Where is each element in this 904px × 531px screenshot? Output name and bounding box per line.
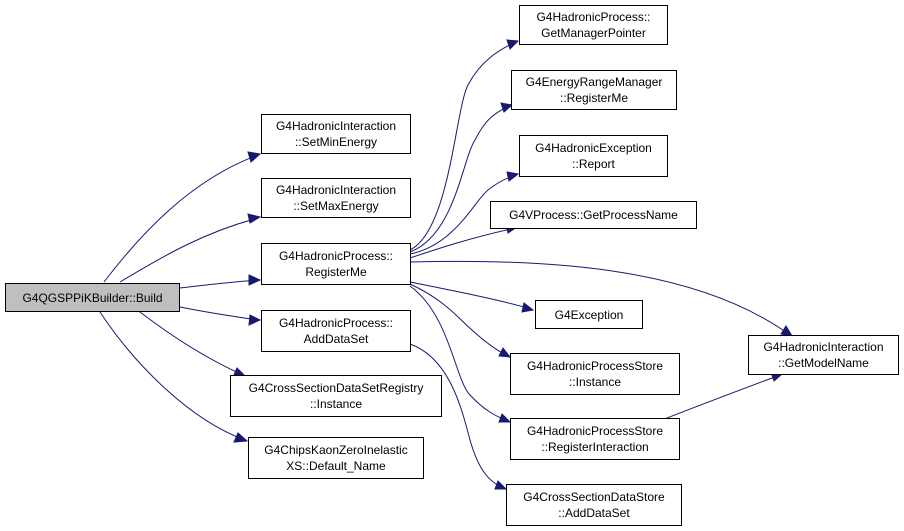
node-label-line2: ::RegisterInteraction bbox=[541, 440, 649, 454]
node-label-line1: G4HadronicInteraction bbox=[275, 183, 397, 197]
arrowhead-store-instance bbox=[498, 347, 512, 358]
node-label-line2: ::RegisterMe bbox=[559, 91, 629, 105]
arrowhead-g4exception bbox=[521, 302, 535, 313]
edge-registerme-store-register bbox=[409, 285, 509, 422]
node-label-line1: G4HadronicException bbox=[535, 141, 652, 155]
node-label-line2: ::SetMinEnergy bbox=[294, 135, 378, 149]
arrowhead-chips-default-name bbox=[233, 432, 249, 443]
arrowhead-energy-range bbox=[500, 102, 514, 113]
edge-registerme-process-name bbox=[409, 227, 516, 259]
arrowhead-manager-pointer bbox=[506, 39, 520, 50]
node-label-line1: G4HadronicProcess:: bbox=[278, 249, 394, 263]
node-exception-report[interactable]: G4HadronicException ::Report bbox=[519, 135, 668, 177]
node-label-line1: G4EnergyRangeManager bbox=[525, 75, 663, 89]
node-label-line2: XS::Default_Name bbox=[286, 459, 386, 473]
node-label: G4QGSPPiKBuilder::Build bbox=[22, 290, 163, 305]
edge-registerme-model-name bbox=[409, 260, 791, 336]
edge-root-register-me bbox=[179, 279, 259, 289]
node-get-model-name[interactable]: G4HadronicInteraction ::GetModelName bbox=[748, 335, 899, 375]
node-set-min-energy[interactable]: G4HadronicInteraction ::SetMinEnergy bbox=[261, 114, 411, 154]
node-label: G4Exception bbox=[554, 307, 624, 322]
node-label: G4VProcess::GetProcessName bbox=[509, 208, 678, 222]
node-hadronic-process-registerme[interactable]: G4HadronicProcess:: RegisterMe bbox=[261, 243, 411, 285]
arrowhead-add-data-set bbox=[248, 314, 262, 326]
node-xs-registry-instance[interactable]: G4CrossSectionDataSetRegistry ::Instance bbox=[230, 375, 442, 417]
node-label-line1: G4HadronicProcess:: bbox=[278, 316, 394, 330]
node-label-line1: G4CrossSectionDataSetRegistry bbox=[248, 381, 424, 395]
node-label-line1: G4ChipsKaonZeroInelastic bbox=[264, 443, 408, 457]
node-label-line1: G4HadronicProcess:: bbox=[536, 10, 651, 24]
node-get-process-name[interactable]: G4VProcess::GetProcessName bbox=[490, 201, 697, 229]
edge-adddataset-store-adddataset bbox=[409, 343, 505, 489]
node-label-line2: ::AddDataSet bbox=[558, 506, 630, 520]
node-label-line2: GetManagerPointer bbox=[541, 26, 646, 40]
edge-registerme-energy-range bbox=[409, 105, 511, 253]
node-label-line2: RegisterMe bbox=[305, 265, 367, 279]
edge-store-register-model-name bbox=[661, 374, 781, 421]
node-hadronic-process-adddataset[interactable]: G4HadronicProcess:: AddDataSet bbox=[261, 310, 411, 352]
edge-registerme-g4exception bbox=[409, 281, 532, 310]
node-label-line2: ::Instance bbox=[309, 397, 363, 411]
edge-registerme-store-instance bbox=[409, 283, 509, 357]
edge-registerme-exception-report bbox=[409, 174, 517, 255]
edge-root-set-min-energy bbox=[103, 154, 259, 283]
node-label-line1: G4HadronicProcessStore bbox=[526, 424, 664, 438]
arrowhead-set-min-energy bbox=[247, 151, 262, 163]
node-store-register-interaction[interactable]: G4HadronicProcessStore ::RegisterInterac… bbox=[510, 418, 680, 460]
node-label-line1: G4CrossSectionDataStore bbox=[523, 490, 665, 504]
node-store-add-data-set[interactable]: G4CrossSectionDataStore ::AddDataSet bbox=[506, 484, 682, 526]
node-qgsp-pik-builder-build: G4QGSPPiKBuilder::Build bbox=[5, 283, 180, 312]
edge-root-xs-registry bbox=[139, 311, 244, 376]
node-label-line1: G4HadronicInteraction bbox=[275, 119, 397, 133]
arrowhead-store-adddataset bbox=[494, 480, 508, 490]
edge-root-set-max-energy bbox=[119, 217, 259, 283]
node-label-line1: G4HadronicProcessStore bbox=[526, 359, 664, 373]
node-label-line1: G4HadronicInteraction bbox=[763, 340, 884, 354]
node-g4exception[interactable]: G4Exception bbox=[535, 300, 643, 329]
edge-root-add-data-set bbox=[179, 306, 259, 321]
arrowhead-register-me bbox=[248, 274, 262, 286]
node-energy-range-register[interactable]: G4EnergyRangeManager ::RegisterMe bbox=[511, 70, 677, 110]
arrowhead-exception-report bbox=[506, 171, 520, 182]
edge-registerme-manager-pointer bbox=[409, 41, 517, 251]
node-get-manager-pointer[interactable]: G4HadronicProcess:: GetManagerPointer bbox=[519, 5, 668, 45]
arrowhead-store-register bbox=[498, 413, 512, 423]
node-set-max-energy[interactable]: G4HadronicInteraction ::SetMaxEnergy bbox=[261, 178, 411, 218]
node-label-line2: AddDataSet bbox=[303, 332, 369, 346]
edge-root-chips-default-name bbox=[99, 311, 246, 441]
node-label-line2: ::SetMaxEnergy bbox=[293, 199, 379, 213]
node-chips-default-name[interactable]: G4ChipsKaonZeroInelastic XS::Default_Nam… bbox=[248, 437, 424, 479]
arrowhead-set-max-energy bbox=[247, 213, 262, 224]
node-store-instance[interactable]: G4HadronicProcessStore ::Instance bbox=[510, 353, 680, 395]
node-label-line2: ::Report bbox=[572, 157, 615, 171]
node-label-line2: ::Instance bbox=[568, 375, 622, 389]
node-label-line2: ::GetModelName bbox=[778, 356, 869, 370]
